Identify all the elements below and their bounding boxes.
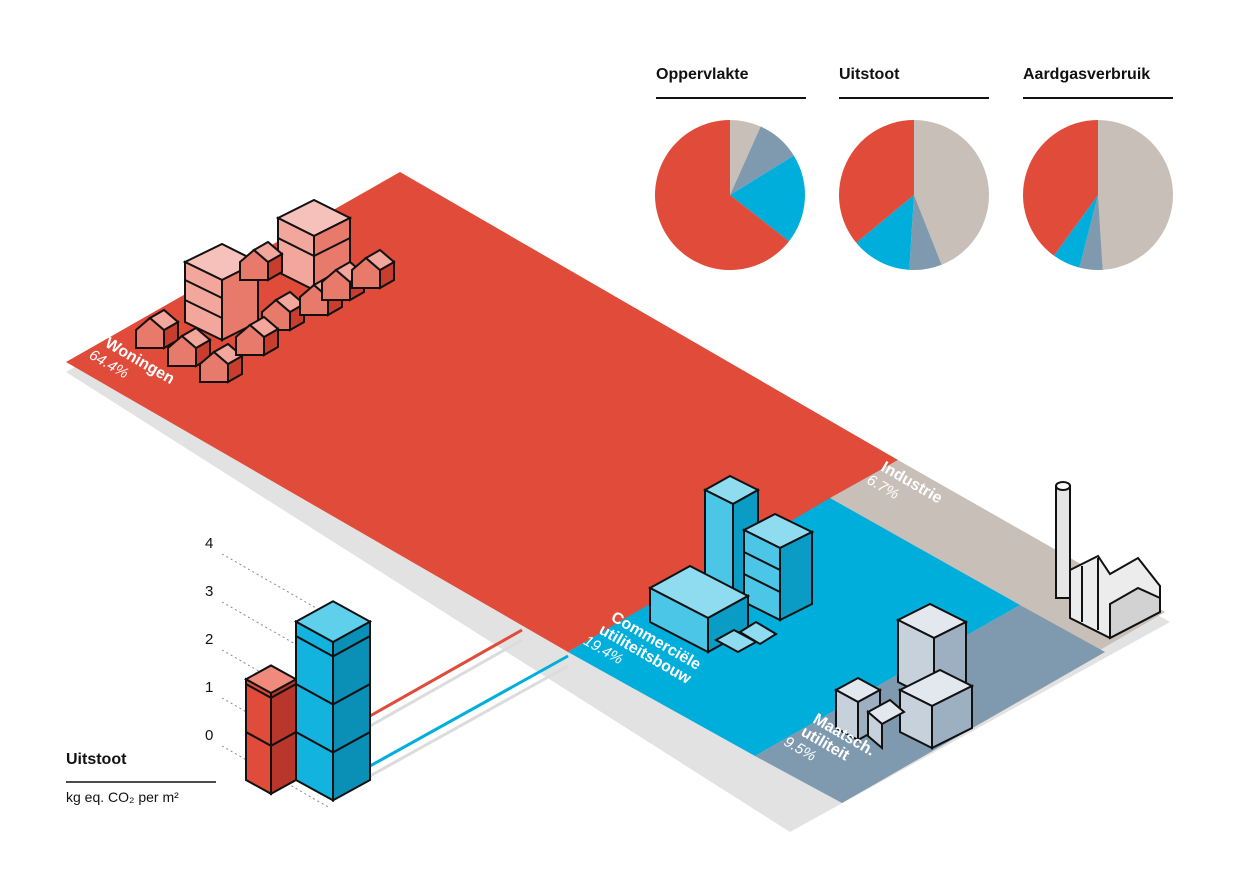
connector-lines	[369, 628, 569, 778]
emission-scale-leader	[221, 601, 331, 665]
emission-scale-leader	[221, 649, 331, 713]
pie-slice-industrie	[914, 120, 990, 265]
emission-scale-tick: 0	[205, 727, 213, 744]
pie-aardgasverbruik-slices	[1023, 120, 1173, 270]
pie-aardgasverbruik: Aardgasverbruik	[1023, 66, 1173, 270]
emission-scale-tick: 3	[205, 583, 213, 600]
tower-round	[741, 512, 815, 622]
factory-illustration	[1055, 481, 1161, 640]
emission-scale-tick: 4	[205, 535, 213, 552]
emission-scale-leader	[221, 697, 331, 761]
region-commercieel	[568, 498, 1020, 756]
pie-title-aardgasverbruik: Aardgasverbruik	[1023, 66, 1150, 83]
cars	[713, 620, 778, 654]
emission-bar-woningen	[243, 664, 299, 796]
pie-slice-maatsch	[909, 195, 942, 270]
pie-slice-industrie	[1098, 120, 1173, 270]
pie-slice-woningen	[655, 119, 789, 270]
emission-legend-title: Uitstoot	[66, 751, 127, 768]
pie-oppervlakte-slices	[655, 119, 805, 270]
emission-bar-commercieel	[293, 600, 373, 803]
pie-uitstoot-slices	[839, 120, 990, 270]
emission-scale-tick: 1	[205, 679, 213, 696]
pie-title-oppervlakte: Oppervlakte	[656, 66, 749, 83]
region-woningen	[66, 172, 898, 652]
pie-slice-commercieel	[1053, 195, 1098, 268]
emission-scale-leader	[221, 553, 331, 617]
pie-slice-commercieel	[730, 155, 805, 242]
emission-scale: 0 1 2 3 4	[205, 535, 331, 809]
school-building	[897, 668, 975, 750]
chimney	[1055, 481, 1071, 599]
emission-scale-leader	[221, 745, 331, 809]
commercieel-cube-top	[293, 600, 373, 644]
emission-scale-tick: 2	[205, 631, 213, 648]
houses-illustration	[135, 198, 395, 383]
emission-legend: 0 1 2 3 4 Uitstoot kg eq. CO₂ per m²	[66, 535, 373, 809]
factory-hall	[1069, 554, 1161, 640]
pie-slice-woningen	[839, 120, 914, 243]
commercial-illustration	[647, 474, 815, 654]
pie-slice-maatsch	[730, 126, 794, 195]
emission-legend-unit: kg eq. CO₂ per m²	[66, 789, 179, 805]
pie-slice-commercieel	[856, 195, 914, 270]
public-buildings-illustration	[833, 602, 975, 751]
pie-title-uitstoot: Uitstoot	[839, 66, 900, 83]
church-building	[833, 676, 906, 751]
pie-slice-industrie	[730, 120, 761, 195]
pie-oppervlakte: Oppervlakte	[655, 66, 806, 270]
pie-uitstoot: Uitstoot	[839, 66, 990, 270]
pie-slice-maatsch	[1079, 195, 1103, 270]
pie-slice-woningen	[1023, 120, 1098, 256]
